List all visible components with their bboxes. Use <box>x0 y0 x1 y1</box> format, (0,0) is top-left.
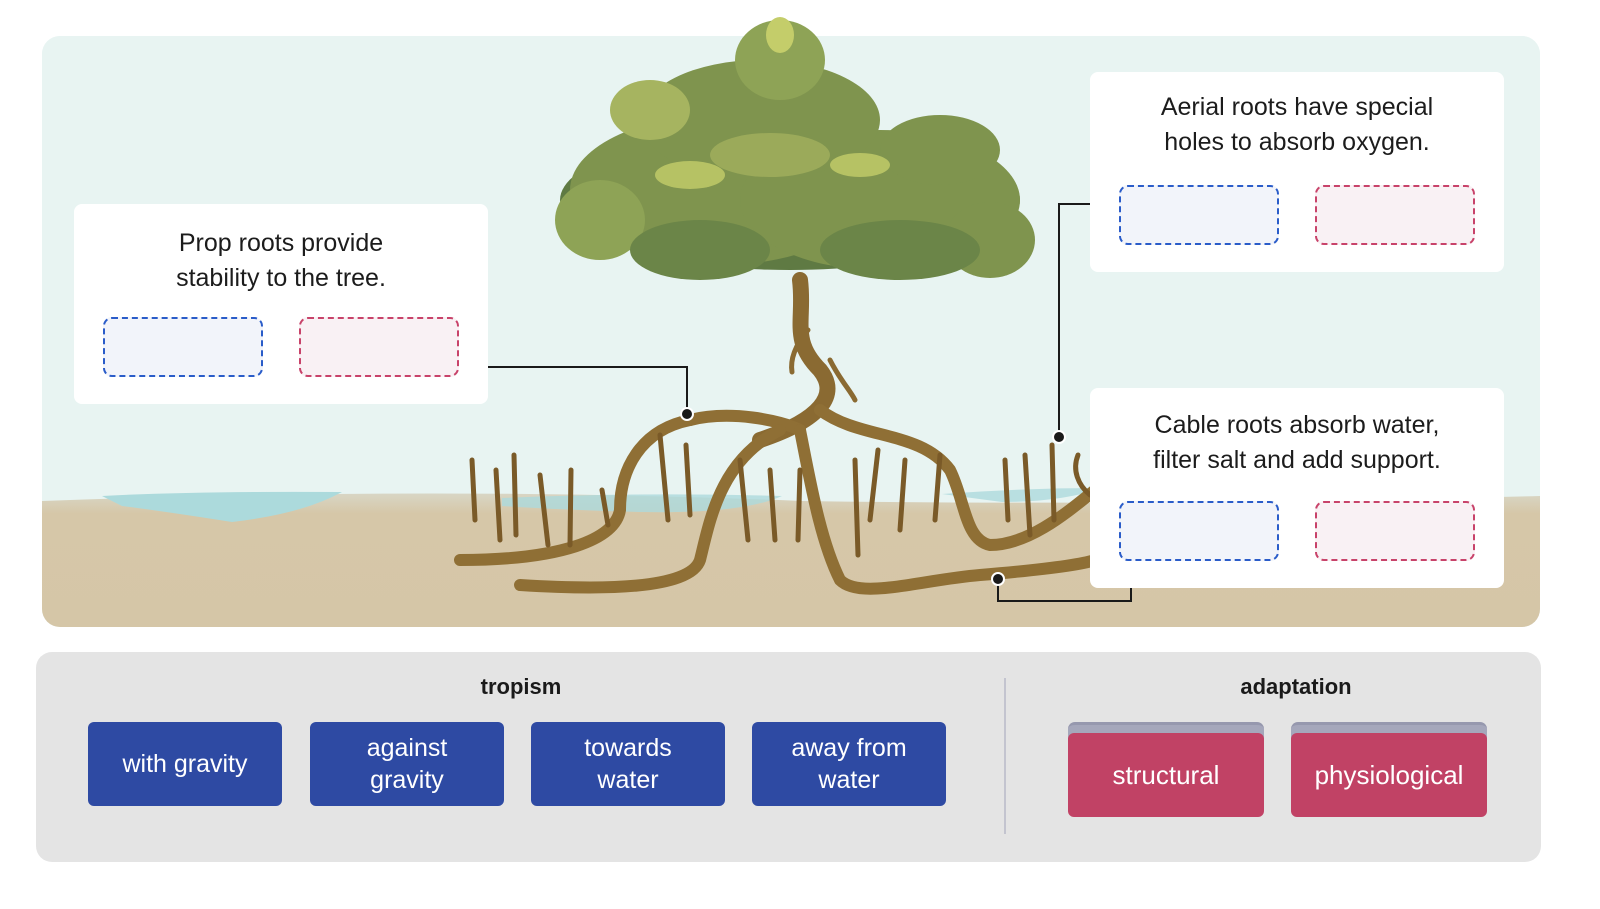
tropism-heading: tropism <box>480 674 562 699</box>
cable-roots-tropism-drop-zone[interactable] <box>1119 501 1279 561</box>
prop-roots-card: Prop roots provide stability to the tree… <box>74 204 488 404</box>
chip-with-gravity[interactable]: with gravity <box>88 722 282 806</box>
description-line: Cable roots absorb water, <box>1154 411 1440 439</box>
chip-towards-water[interactable]: towards water <box>531 722 725 806</box>
chip-label: structural <box>1112 760 1220 790</box>
description-line: Prop roots provide <box>178 229 384 257</box>
chip-away-from-water[interactable]: away from water <box>752 722 946 806</box>
chip-physiological[interactable]: physiological <box>1291 733 1487 817</box>
description-line: Aerial roots have special <box>1160 93 1434 121</box>
cable-roots-card: Cable roots absorb water, filter salt an… <box>1090 388 1504 588</box>
bank-divider <box>1004 678 1006 834</box>
aerial-roots-adaptation-drop-zone[interactable] <box>1315 185 1475 245</box>
cable-roots-adaptation-drop-zone[interactable] <box>1315 501 1475 561</box>
chip-label: against <box>366 734 448 762</box>
chip-label: water <box>597 766 659 794</box>
chip-label: water <box>818 766 880 794</box>
aerial-roots-description: Aerial roots have special holes to absor… <box>1090 90 1504 160</box>
chip-label: away from <box>791 734 907 762</box>
adaptation-heading: adaptation <box>1240 674 1352 699</box>
cable-roots-description: Cable roots absorb water, filter salt an… <box>1090 408 1504 478</box>
chip-label: physiological <box>1314 760 1464 790</box>
prop-roots-tropism-drop-zone[interactable] <box>103 317 263 377</box>
water-pool-left <box>102 491 342 522</box>
description-line: stability to the tree. <box>176 264 386 292</box>
chip-against-gravity[interactable]: against gravity <box>310 722 504 806</box>
aerial-roots-tropism-drop-zone[interactable] <box>1119 185 1279 245</box>
chip-structural[interactable]: structural <box>1068 733 1264 817</box>
prop-roots-adaptation-drop-zone[interactable] <box>299 317 459 377</box>
chip-label: gravity <box>370 766 444 794</box>
description-line: filter salt and add support. <box>1153 446 1441 474</box>
chip-label: with gravity <box>122 750 248 778</box>
description-line: holes to absorb oxygen. <box>1164 128 1430 156</box>
aerial-roots-card: Aerial roots have special holes to absor… <box>1090 72 1504 272</box>
answer-bank: tropism adaptation with gravity against … <box>36 652 1541 862</box>
chip-label: towards <box>584 734 672 762</box>
prop-roots-description: Prop roots provide stability to the tree… <box>74 226 488 296</box>
